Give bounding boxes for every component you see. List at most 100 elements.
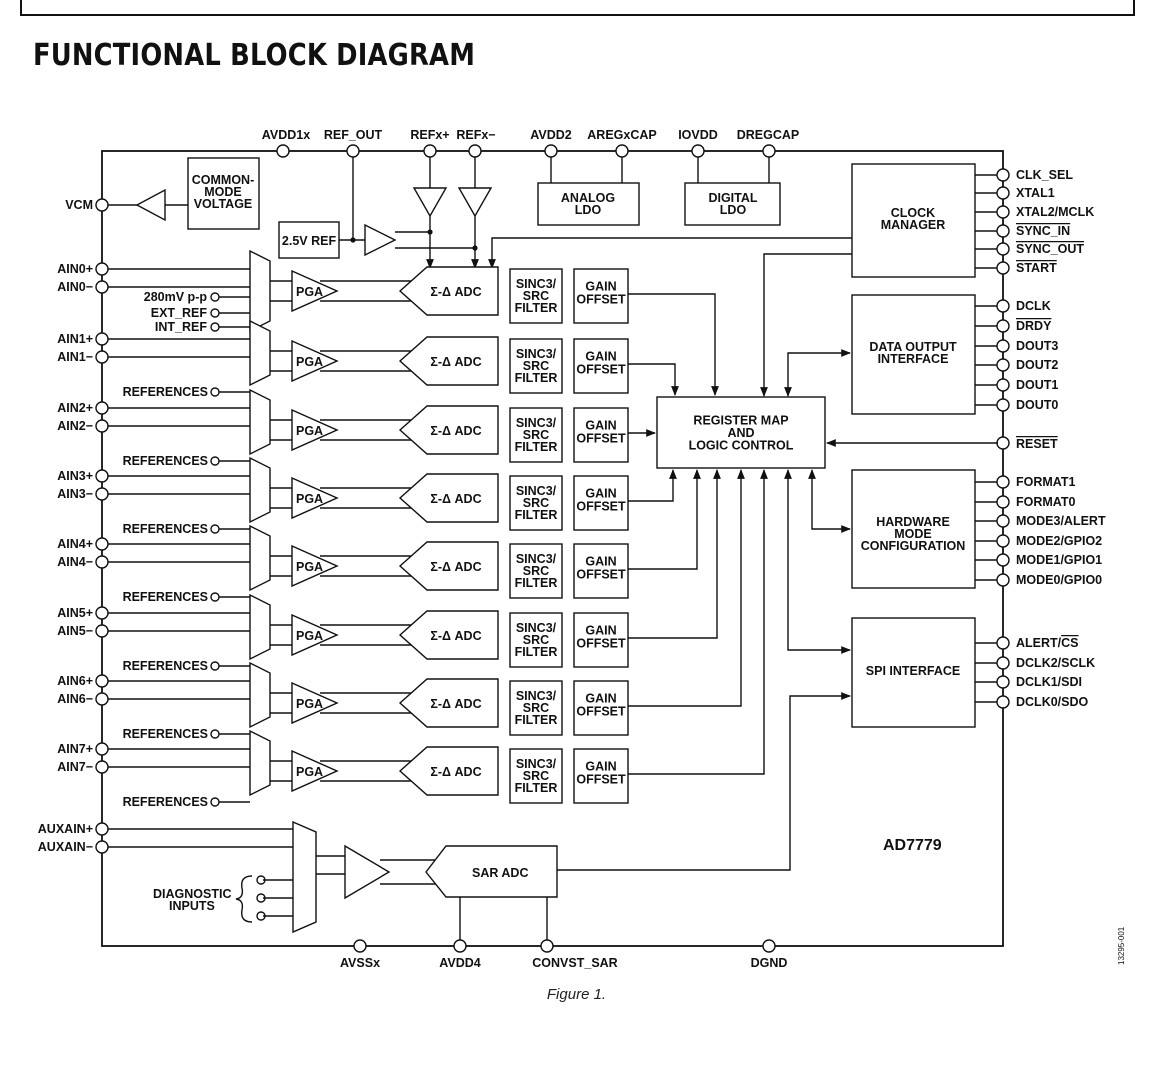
clock-label-1: CLK_SEL <box>1016 168 1073 182</box>
ain3-pos-pin <box>95 469 109 483</box>
ain4-input-wires <box>108 543 250 563</box>
common-mode-block <box>187 157 260 230</box>
ain1-pos-pin <box>95 332 109 346</box>
ain3-filter-line-3: FILTER <box>515 508 558 522</box>
ain5-gain-line-2: OFFSET <box>576 637 626 651</box>
ain6-pos-pin <box>95 674 109 688</box>
reset-label: RESET <box>1016 437 1058 451</box>
ain6-pga <box>291 681 339 725</box>
ain5-gain-line-1: GAIN <box>585 624 616 638</box>
ain0-pga <box>291 269 339 313</box>
ain6-filter-line-1: SINC3/ <box>516 689 557 703</box>
data-label-1: DCLK <box>1016 299 1051 313</box>
ain6-adc-label: Σ-Δ ADC <box>430 697 481 711</box>
ain1-pga <box>291 339 339 383</box>
ain3-filter-line-2: SRC <box>523 496 549 510</box>
spi-pin-4 <box>996 695 1010 709</box>
ain1-filter-line-1: SINC3/ <box>516 347 557 361</box>
ain4-ref-pin <box>210 592 220 602</box>
ain6-pga-adc-wires <box>320 692 415 714</box>
clock-pin-5 <box>996 242 1010 256</box>
top-pin-label-8: DREGCAP <box>737 128 800 142</box>
ain2-filter-line-2: SRC <box>523 428 549 442</box>
clock-manager-block <box>851 163 976 278</box>
clock-label-4: SYNC_IN <box>1016 224 1070 238</box>
ch0-internal-label-3: INT_REF <box>155 320 207 334</box>
ain2-adc <box>398 405 499 455</box>
ain5-filter <box>509 612 563 668</box>
hw-label-4: MODE2/GPIO2 <box>1016 534 1102 548</box>
ain3-adc <box>398 473 499 523</box>
data-pin-4 <box>996 358 1010 372</box>
ain1-to-register <box>628 363 679 396</box>
diagnostic-label: DIAGNOSTIC INPUTS <box>153 887 231 913</box>
ch0-internal-pin-1 <box>210 292 220 302</box>
ain1-pga-label: PGA <box>296 355 323 369</box>
ain1-adc-label: Σ-Δ ADC <box>430 355 481 369</box>
ain6-filter <box>509 680 563 736</box>
ch0-internal-pin-3 <box>210 322 220 332</box>
ain1-pga-adc-wires <box>320 350 415 372</box>
ain0-to-register <box>628 293 719 396</box>
clock-pin-6 <box>996 261 1010 275</box>
ain7-to-register <box>628 469 768 775</box>
ain5-mux-pga-wires <box>270 624 292 646</box>
ain7-pga-label: PGA <box>296 765 323 779</box>
ain5-pga-adc-wires <box>320 624 415 646</box>
data-pin-3 <box>996 339 1010 353</box>
ain5-adc-label: Σ-Δ ADC <box>430 629 481 643</box>
pin-4 <box>468 144 482 158</box>
ain1-neg-label: AIN1− <box>57 350 93 364</box>
ain4-pga-label: PGA <box>296 560 323 574</box>
aux-label-1: AUXAIN+ <box>38 822 93 836</box>
ain1-input-wires <box>108 338 250 358</box>
ain0-pga-adc-wires <box>320 280 415 302</box>
ain1-neg-pin <box>95 350 109 364</box>
ain7-mux-pga-wires <box>270 760 292 782</box>
ain0-mux <box>249 249 271 333</box>
clock-pin-3 <box>996 205 1010 219</box>
ain7-gain <box>573 748 629 804</box>
ain0-filter-line-1: SINC3/ <box>516 277 557 291</box>
ain7-references-label: REFERENCES <box>123 795 208 809</box>
ain4-gain-line-2: OFFSET <box>576 568 626 582</box>
data-label-5: DOUT1 <box>1016 378 1058 392</box>
ain4-filter-line-3: FILTER <box>515 576 558 590</box>
pin-2 <box>346 144 360 158</box>
ain4-pga-adc-wires <box>320 555 415 577</box>
ain5-filter-line-2: SRC <box>523 633 549 647</box>
pin-3 <box>423 144 437 158</box>
pin-7 <box>691 144 705 158</box>
clock-pin-1 <box>996 168 1010 182</box>
register-map-line-2: AND <box>727 426 754 440</box>
data-output-line-2: INTERFACE <box>878 352 949 366</box>
ain0-filter-line-2: SRC <box>523 289 549 303</box>
ain3-adc-label: Σ-Δ ADC <box>430 492 481 506</box>
spi-label-4: DCLK0/SDO <box>1016 695 1089 709</box>
ain2-mux <box>249 388 271 456</box>
bottom-pin-label-3: CONVST_SAR <box>532 956 617 970</box>
ref-block <box>278 221 340 259</box>
ain0-neg-pin <box>95 280 109 294</box>
ain2-gain <box>573 407 629 463</box>
ain7-neg-pin <box>95 760 109 774</box>
digital-ldo-block <box>684 182 781 226</box>
ain7-neg-label: AIN7− <box>57 760 93 774</box>
ain6-references-label: REFERENCES <box>123 727 208 741</box>
ain7-pos-pin <box>95 742 109 756</box>
spi-label-1: ALERT/CS <box>1016 636 1079 650</box>
common-mode-line-1: COMMON- <box>192 173 255 187</box>
ain6-neg-label: AIN6− <box>57 692 93 706</box>
page-title: FUNCTIONAL BLOCK DIAGRAM <box>33 38 476 73</box>
ain7-mux <box>249 729 271 797</box>
ain6-input-wires <box>108 680 250 700</box>
ref-label: 2.5V REF <box>282 234 337 248</box>
clock-pin-2 <box>996 186 1010 200</box>
ain7-filter-line-3: FILTER <box>515 781 558 795</box>
ain1-filter-line-2: SRC <box>523 359 549 373</box>
